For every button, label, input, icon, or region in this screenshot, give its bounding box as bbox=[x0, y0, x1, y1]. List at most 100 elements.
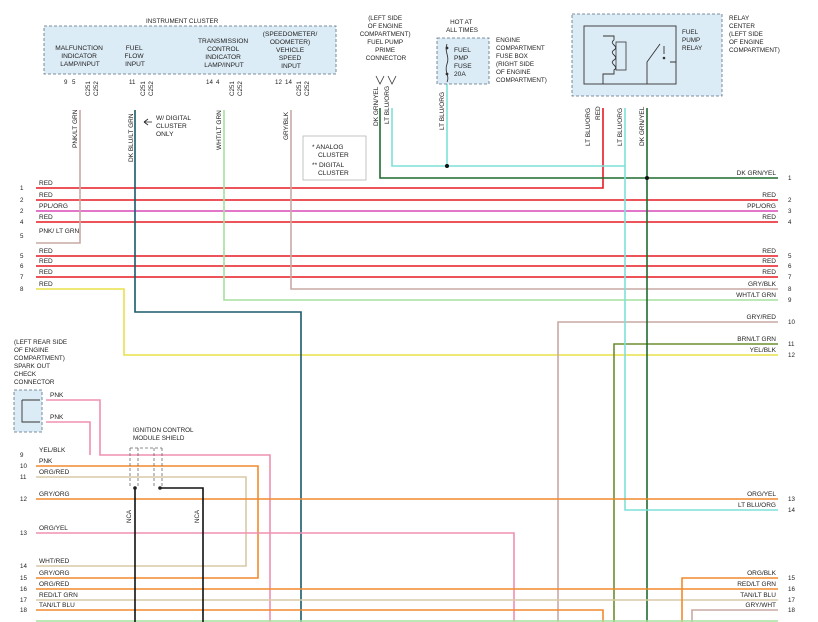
left-circuit-number: 6 bbox=[20, 263, 24, 270]
vlabel-red: RED bbox=[595, 106, 602, 120]
left-circuit-number: 8 bbox=[20, 286, 24, 293]
hot-at-all-times: HOT AT ALL TIMES bbox=[446, 19, 478, 34]
wire-dkblu-ltgrn bbox=[134, 110, 302, 622]
cluster-legend: * ANALOG CLUSTER ** DIGITAL CLUSTER bbox=[312, 144, 351, 177]
left-circuit-number: 9 bbox=[20, 452, 24, 459]
left-circuit-number: 16 bbox=[20, 586, 27, 593]
digital-note-arrow bbox=[143, 118, 152, 126]
instrument-cluster-title: INSTRUMENT CLUSTER bbox=[146, 18, 219, 25]
cluster-input-labels: MALFUNCTION INDICATOR LAMP/INPUT FUEL FL… bbox=[55, 31, 319, 70]
left-circuit-number: 18 bbox=[20, 607, 27, 614]
right-wire-label: GRY/RED bbox=[747, 314, 777, 321]
left-wire-label: RED bbox=[39, 180, 53, 187]
left-circuit-number: 13 bbox=[20, 530, 27, 537]
right-circuit-number: 7 bbox=[788, 274, 792, 281]
cluster-input-3: TRANSMISSION CONTROL INDICATOR LAMP/INPU… bbox=[198, 38, 250, 69]
vlabel-dkgrn-yel: DK GRN/YEL bbox=[373, 86, 380, 126]
right-circuit-number: 5 bbox=[788, 253, 792, 260]
right-wire-labels: DK GRN/YEL1RED2PPL/ORG3RED4RED5RED6RED7G… bbox=[736, 170, 795, 614]
cluster-pin-2: 5 bbox=[72, 79, 76, 86]
right-wire-label: RED bbox=[762, 248, 776, 255]
wire-org-blk-15 bbox=[681, 577, 778, 622]
wire-gry-org-12 bbox=[36, 476, 247, 567]
vlabel-dkblu-ltgrn: DK BLU/LT GRN bbox=[128, 113, 135, 162]
left-circuit-number: 15 bbox=[20, 575, 27, 582]
left-circuit-number: 2 bbox=[20, 208, 24, 215]
left-circuit-number: 11 bbox=[20, 474, 27, 481]
relay-center-label: RELAY CENTER (LEFT SIDE OF ENGINE COMPAR… bbox=[729, 15, 780, 54]
right-wire-label: ORG/BLK bbox=[747, 570, 777, 577]
left-circuit-number: 7 bbox=[20, 274, 24, 281]
left-wire-label: PPL/ORG bbox=[39, 203, 68, 210]
relay-body bbox=[583, 25, 677, 85]
cluster-connector-7: C251 bbox=[296, 81, 303, 96]
right-circuit-number: 14 bbox=[788, 507, 795, 514]
right-circuit-number: 10 bbox=[788, 319, 795, 326]
vlabel-pnk-ltgrn: PNK/LT GRN bbox=[72, 109, 79, 148]
splice-1 bbox=[445, 164, 449, 168]
right-circuit-number: 8 bbox=[788, 286, 792, 293]
cluster-connector-4: C252 bbox=[148, 81, 155, 96]
right-wire-label: RED/LT GRN bbox=[737, 581, 776, 588]
left-circuit-number: 1 bbox=[20, 185, 24, 192]
cluster-input-4: (SPEEDOMETER/ ODOMETER) VEHICLE SPEED IN… bbox=[263, 31, 319, 70]
vlabel-ltblu-org-a: LT BLU/ORG bbox=[384, 86, 391, 124]
left-wire-label: PNK/ LT GRN bbox=[39, 228, 80, 235]
wire-red-1 bbox=[36, 108, 604, 189]
right-wire-label: BRN/LT GRN bbox=[737, 336, 776, 343]
vertical-wire-labels: PNK/LT GRN DK BLU/LT GRN WHT/LT GRN GRY/… bbox=[72, 86, 646, 162]
left-circuit-number: 5 bbox=[20, 233, 24, 240]
left-wire-label: RED bbox=[39, 192, 53, 199]
left-circuit-number: 12 bbox=[20, 496, 27, 503]
right-circuit-number: 2 bbox=[788, 197, 792, 204]
right-circuit-number: 12 bbox=[788, 352, 795, 359]
left-wire-label: RED bbox=[39, 214, 53, 221]
right-wire-label: PPL/ORG bbox=[747, 203, 776, 210]
wire-pnk-spark-a bbox=[46, 399, 271, 622]
right-wire-label: RED bbox=[762, 269, 776, 276]
wire-gry-red-10 bbox=[557, 321, 778, 622]
right-circuit-number: 13 bbox=[788, 496, 795, 503]
wire-yel-blk-9-12 bbox=[36, 288, 778, 356]
right-circuit-number: 17 bbox=[788, 597, 795, 604]
splice-2 bbox=[645, 176, 649, 180]
engine-fuse-box: HOT AT ALL TIMES FUEL PMP FUSE 20A ENGIN… bbox=[436, 19, 547, 85]
left-wire-label: GRY/ORG bbox=[39, 491, 70, 498]
left-wire-label: RED/LT GRN bbox=[39, 592, 78, 599]
fuel-pump-fuse: FUEL PMP FUSE 20A bbox=[454, 47, 473, 78]
ignition-control-module-shield: IGNITION CONTROL MODULE SHIELD NCA NCA bbox=[126, 427, 201, 523]
vlabel-gry-blk: GRY/BLK bbox=[283, 111, 290, 140]
left-circuit-number: 17 bbox=[20, 597, 27, 604]
left-circuit-number: 4 bbox=[20, 219, 24, 226]
cluster-connector-labels: C251 C252 C251 C252 C251 C252 C251 C252 … bbox=[64, 79, 311, 96]
digital-cluster-note: W/ DIGITAL CLUSTER ONLY bbox=[156, 115, 193, 138]
vlabel-ltblu-org-c: LT BLU/ORG bbox=[585, 108, 592, 146]
right-circuit-number: 18 bbox=[788, 607, 795, 614]
cluster-connector-8: C252 bbox=[304, 81, 311, 96]
cluster-connector-6: C252 bbox=[237, 81, 244, 96]
wire-ltblu-org-14 bbox=[624, 108, 778, 511]
vlabel-ltblu-org-b: LT BLU/ORG bbox=[439, 92, 446, 130]
wire-nca-b bbox=[160, 487, 204, 622]
wire-wht-ltgrn-9 bbox=[223, 110, 778, 301]
fuse-box-label: ENGINE COMPARTMENT FUSE BOX (RIGHT SIDE … bbox=[496, 37, 547, 84]
right-wire-label: TAN/LT BLU bbox=[740, 592, 776, 599]
wire-brn-ltgrn-11 bbox=[613, 343, 778, 622]
right-wire-label: ORG/YEL bbox=[747, 491, 776, 498]
right-circuit-number: 16 bbox=[788, 586, 795, 593]
nca-label-1: NCA bbox=[126, 509, 133, 523]
right-wire-label: RED bbox=[762, 214, 776, 221]
instrument-cluster: INSTRUMENT CLUSTER MALFUNCTION INDICATOR… bbox=[43, 18, 367, 181]
wire-gry-wht-18 bbox=[691, 609, 778, 622]
spark-out-check-connector: (LEFT REAR SIDE OF ENGINE COMPARTMENT) S… bbox=[13, 339, 69, 433]
cluster-connector-3: C251 bbox=[140, 81, 147, 96]
fuse-symbol-icon bbox=[445, 43, 449, 83]
cluster-pin-3: 11 bbox=[129, 79, 136, 86]
spark-out-pin-1: PNK bbox=[50, 392, 64, 399]
cluster-connector-5: C251 bbox=[229, 81, 236, 96]
spark-out-label: (LEFT REAR SIDE OF ENGINE COMPARTMENT) S… bbox=[14, 339, 69, 386]
shield-dashed-icon bbox=[129, 447, 163, 488]
right-circuit-number: 6 bbox=[788, 263, 792, 270]
